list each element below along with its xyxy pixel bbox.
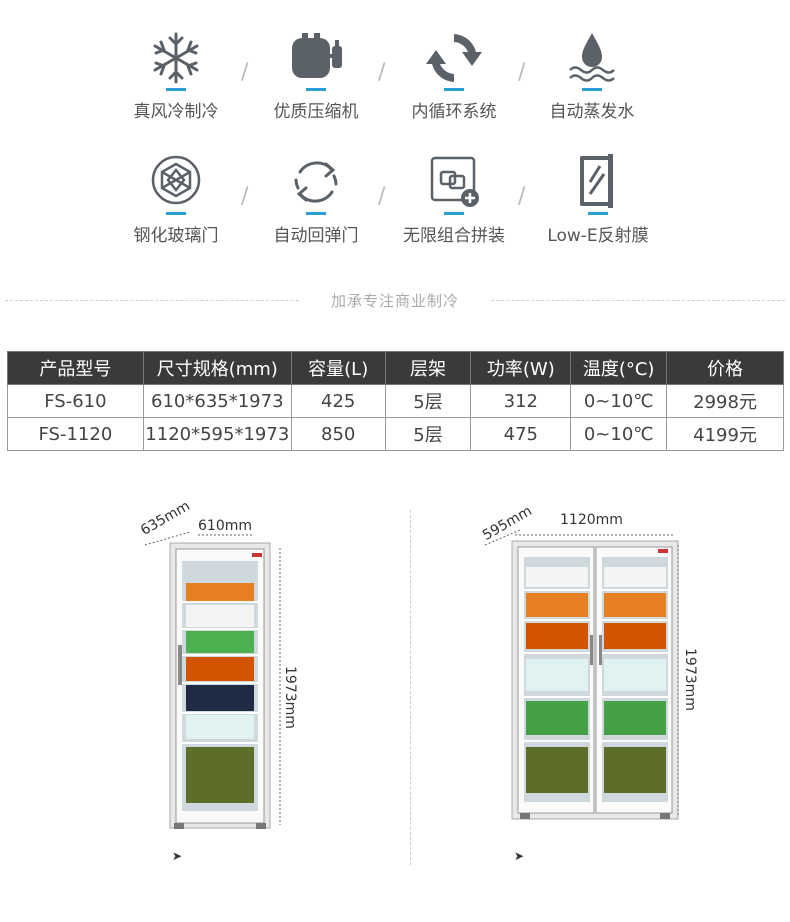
col-header-shelves: 层架	[384, 351, 472, 385]
table-row: FS-1120 1120*595*1973 850 5层 475 0~10℃ 4…	[7, 417, 784, 451]
single-door-height-label: 1973mm	[282, 666, 298, 729]
accent-bar	[444, 88, 464, 91]
cell-size: 1120*595*1973	[142, 417, 292, 451]
cell-temperature: 0~10℃	[570, 417, 668, 451]
glass-film-icon	[568, 152, 628, 212]
separator-slash: /	[518, 184, 526, 209]
accent-bar	[306, 88, 326, 91]
cell-shelves: 5层	[384, 417, 472, 451]
feature-item-combination: 无限组合拼装	[384, 152, 524, 246]
tagline: 加承专注商业制冷	[300, 290, 490, 311]
feature-label: Low-E反射膜	[547, 226, 649, 246]
single-door-fridge-image	[169, 542, 271, 829]
diamond-icon	[146, 152, 206, 212]
double-door-dimension-lines	[484, 529, 679, 815]
separator-slash: /	[241, 184, 249, 209]
double-door-width-label: 1120mm	[560, 512, 623, 528]
feature-item-compressor: 优质压缩机	[246, 28, 386, 122]
feature-item-tempered-glass: 钢化玻璃门	[106, 152, 246, 246]
arrow-marker: ➤	[172, 849, 183, 863]
cell-capacity: 425	[290, 384, 386, 418]
feature-label: 内循环系统	[411, 102, 497, 122]
cell-temperature: 0~10℃	[570, 384, 668, 418]
separator-slash: /	[241, 60, 249, 85]
col-header-model: 产品型号	[7, 351, 144, 385]
feature-label: 真风冷制冷	[133, 102, 219, 122]
rotate-arrows-icon	[286, 152, 346, 212]
separator-slash: /	[378, 60, 386, 85]
cell-power: 475	[470, 417, 572, 451]
arrow-marker: ➤	[514, 849, 525, 863]
double-door-height-label: 1973mm	[682, 648, 698, 711]
col-header-size: 尺寸规格(mm)	[142, 351, 292, 385]
accent-bar	[166, 212, 186, 215]
compressor-icon	[286, 28, 346, 88]
feature-label: 钢化玻璃门	[133, 226, 219, 246]
accent-bar	[582, 88, 602, 91]
cell-model: FS-610	[7, 384, 144, 418]
recycle-arrows-icon	[424, 28, 484, 88]
separator-slash: /	[378, 184, 386, 209]
feature-label: 优质压缩机	[273, 102, 359, 122]
cell-model: FS-1120	[7, 417, 144, 451]
cell-price: 2998元	[666, 384, 784, 418]
feature-item-low-e-film: Low-E反射膜	[528, 152, 668, 246]
feature-label: 无限组合拼装	[403, 226, 505, 246]
accent-bar	[444, 212, 464, 215]
cell-shelves: 5层	[384, 384, 472, 418]
spec-table: 产品型号 尺寸规格(mm) 容量(L) 层架 功率(W) 温度(°C) 价格 F…	[7, 351, 784, 451]
col-header-price: 价格	[666, 351, 784, 385]
cell-size: 610*635*1973	[142, 384, 292, 418]
feature-label: 自动蒸发水	[549, 102, 635, 122]
col-header-capacity: 容量(L)	[290, 351, 386, 385]
table-row: FS-610 610*635*1973 425 5层 312 0~10℃ 299…	[7, 384, 784, 418]
col-header-temperature: 温度(°C)	[570, 351, 668, 385]
accent-bar	[588, 212, 608, 215]
feature-item-air-cooling: 真风冷制冷	[106, 28, 246, 122]
snowflake-icon	[146, 28, 206, 88]
cell-price: 4199元	[666, 417, 784, 451]
single-door-dimension-lines	[144, 531, 281, 825]
figure-separator	[410, 510, 411, 865]
double-door-fridge-image	[511, 540, 679, 820]
col-header-power: 功率(W)	[470, 351, 572, 385]
feature-item-evaporation: 自动蒸发水	[522, 28, 662, 122]
accent-bar	[166, 88, 186, 91]
combine-plus-icon	[424, 152, 484, 212]
accent-bar	[306, 212, 326, 215]
single-door-width-label: 610mm	[198, 518, 252, 534]
feature-item-auto-close-door: 自动回弹门	[246, 152, 386, 246]
water-drop-icon	[562, 28, 622, 88]
table-header-row: 产品型号 尺寸规格(mm) 容量(L) 层架 功率(W) 温度(°C) 价格	[7, 351, 784, 385]
cell-power: 312	[470, 384, 572, 418]
feature-label: 自动回弹门	[273, 226, 359, 246]
feature-item-circulation: 内循环系统	[384, 28, 524, 122]
cell-capacity: 850	[290, 417, 386, 451]
separator-slash: /	[518, 60, 526, 85]
